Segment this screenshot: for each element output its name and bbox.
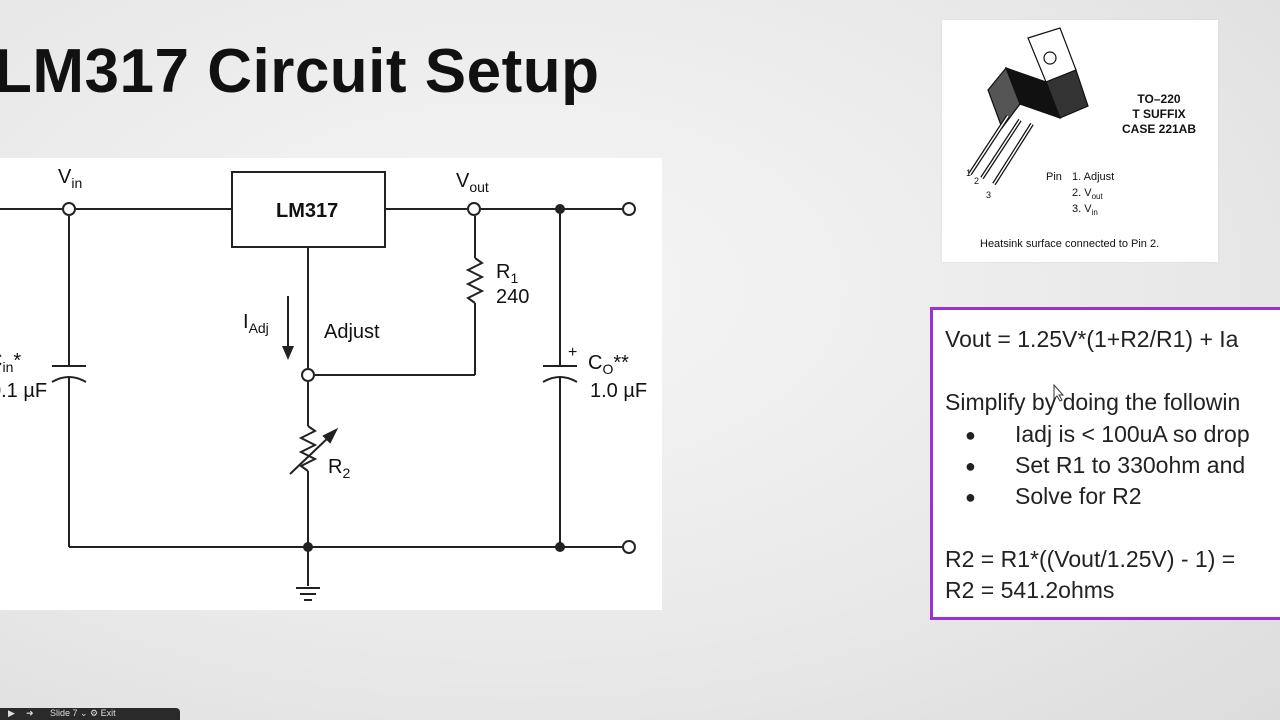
output-top-terminal bbox=[622, 202, 636, 216]
package-case: CASE 221AB bbox=[1121, 122, 1197, 136]
slide-title: LM317 Circuit Setup bbox=[0, 37, 600, 106]
bullet-dot-3: ● bbox=[965, 487, 976, 507]
bullet-2: Set R1 to 330ohm and bbox=[1015, 452, 1246, 478]
vout-label: Vout bbox=[456, 170, 489, 195]
iadj-label: IAdj bbox=[243, 311, 269, 336]
schematic-wires bbox=[0, 171, 636, 601]
r1-label: R1 bbox=[496, 261, 519, 286]
co-value: 1.0 µF bbox=[590, 380, 648, 402]
next-icon[interactable]: ➜ bbox=[26, 708, 34, 718]
heatsink-note: Heatsink surface connected to Pin 2. bbox=[980, 238, 1160, 250]
simplify-heading: Simplify by doing the followin bbox=[945, 389, 1241, 415]
pin-1-label: 1. Adjust bbox=[1072, 171, 1115, 183]
formula-r2: R2 = R1*((Vout/1.25V) - 1) = bbox=[945, 546, 1236, 572]
r2-label: R2 bbox=[328, 456, 351, 481]
cin-label: Cin* bbox=[0, 350, 22, 375]
bullet-dot-2: ● bbox=[965, 456, 976, 476]
vin-terminal bbox=[62, 202, 76, 216]
mouse-cursor-icon bbox=[1053, 384, 1065, 402]
co-plus: + bbox=[568, 344, 578, 361]
output-bottom-terminal bbox=[622, 540, 636, 554]
r1-value: 240 bbox=[496, 286, 530, 308]
cin-value: 0.1 µF bbox=[0, 380, 48, 402]
lead-1-label: 1 bbox=[966, 168, 972, 178]
vout-terminal bbox=[467, 202, 481, 216]
lead-2-label: 2 bbox=[974, 176, 980, 186]
bullet-3: Solve for R2 bbox=[1015, 483, 1142, 509]
to220-drawing bbox=[968, 27, 1089, 186]
pin-2-label: 2. Vout bbox=[1072, 187, 1103, 202]
vin-label: Vin bbox=[58, 166, 83, 191]
package-diagram: 1 2 3 TO–220 T SUFFIX CASE 221AB Pin 1. … bbox=[942, 20, 1218, 262]
adjust-node bbox=[301, 368, 315, 382]
adjust-label: Adjust bbox=[324, 321, 380, 343]
player-controls-text[interactable]: Slide 7 ⌄ ⚙ Exit bbox=[50, 708, 116, 718]
co-label: CO** bbox=[588, 352, 629, 377]
play-icon[interactable]: ▶ bbox=[8, 708, 15, 718]
lead-3-label: 3 bbox=[986, 190, 992, 200]
formula-vout: Vout = 1.25V*(1+R2/R1) + Ia bbox=[945, 326, 1239, 352]
formula-r2-result: R2 = 541.2ohms bbox=[945, 577, 1115, 603]
package-type: TO–220 bbox=[1137, 92, 1181, 106]
pin-3-label: 3. Vin bbox=[1072, 203, 1098, 218]
bullet-1: Iadj is < 100uA so drop bbox=[1015, 421, 1250, 447]
regulator-label: LM317 bbox=[276, 200, 339, 222]
slide-player-bar[interactable]: ▶ ➜ Slide 7 ⌄ ⚙ Exit bbox=[0, 708, 180, 720]
package-suffix: T SUFFIX bbox=[1132, 107, 1186, 121]
circuit-schematic: LM317 Vin Vout R1 240 IAdj Adjust R2 Cin… bbox=[0, 158, 662, 610]
formula-box: Vout = 1.25V*(1+R2/R1) + Ia Simplify by … bbox=[930, 307, 1280, 620]
pin-heading: Pin bbox=[1046, 171, 1062, 183]
bullet-dot-1: ● bbox=[965, 425, 976, 445]
